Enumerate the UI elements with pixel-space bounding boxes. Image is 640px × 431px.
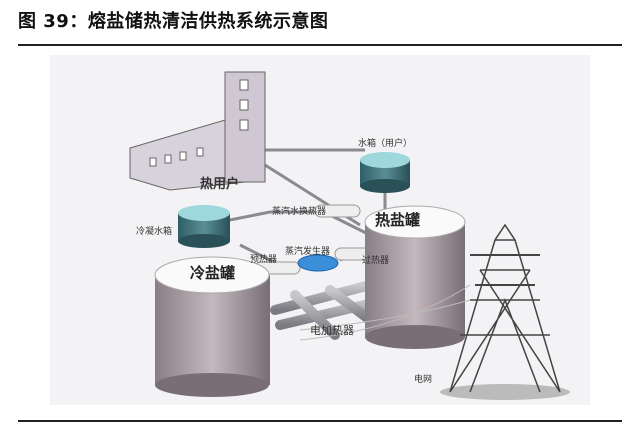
figure-title: 图 39：熔盐储热清洁供热系统示意图 xyxy=(18,11,329,32)
label-grid: 电网 xyxy=(414,373,432,385)
label-hot-salt-tank: 热盐罐 xyxy=(375,211,420,229)
label-steam-water-exchanger: 蒸汽水换热器 xyxy=(272,205,326,217)
steam-generator-shape xyxy=(297,254,339,272)
hot-salt-tank xyxy=(364,205,466,349)
user-water-tank xyxy=(360,152,410,193)
label-electric-heater: 电加热器 xyxy=(310,324,354,337)
label-condensate-tank: 冷凝水箱 xyxy=(136,225,172,237)
condensate-tank xyxy=(178,205,230,248)
bottom-divider xyxy=(18,420,622,422)
label-water-tank-user: 水箱（用户） xyxy=(358,137,412,149)
label-cold-salt-tank: 冷盐罐 xyxy=(190,264,235,282)
label-superheater: 过热器 xyxy=(362,254,389,266)
cold-salt-tank xyxy=(154,256,270,397)
title-divider xyxy=(18,44,622,46)
label-preheater: 预热器 xyxy=(250,253,277,265)
diagram-background xyxy=(50,55,590,405)
heat-user-building xyxy=(129,71,266,191)
pipes xyxy=(204,148,387,272)
label-heat-user: 热用户 xyxy=(200,176,239,192)
label-steam-generator: 蒸汽发生器 xyxy=(285,245,330,257)
power-grid-tower xyxy=(299,223,570,400)
